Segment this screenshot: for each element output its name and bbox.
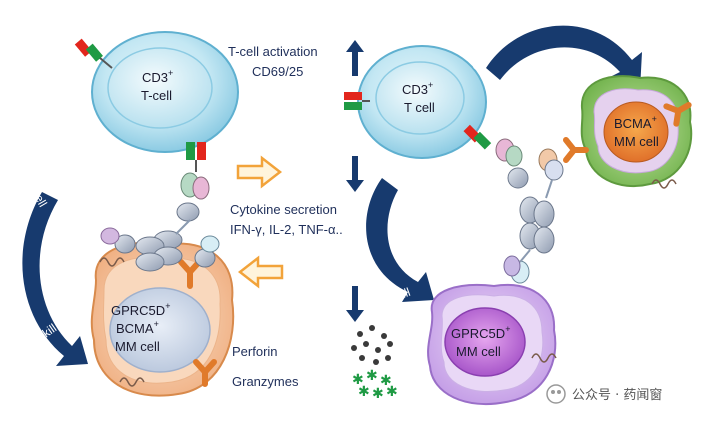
- tcr-receptor-icon: [463, 124, 492, 150]
- left-mm-cell-label-2: BCMA+: [116, 319, 159, 336]
- bispecific-antibody-icon: [100, 172, 220, 272]
- svg-text:✱: ✱: [352, 372, 364, 388]
- bispecific-antibody-icon: [495, 138, 564, 284]
- left-t-cell: CD3+ T-cell: [91, 31, 239, 153]
- svg-text:✱: ✱: [358, 384, 370, 400]
- up-arrow-icon: [346, 40, 364, 76]
- activation-label-1: T-cell activation: [228, 44, 318, 59]
- bcma-receptor-icon: [193, 359, 217, 387]
- bcma-mm-cell-label-2: MM cell: [614, 134, 659, 149]
- cell-kill-arrow-middle: Cell kill: [366, 155, 434, 303]
- down-arrow-icon: [346, 156, 364, 192]
- perforin-label: Perforin: [232, 344, 278, 359]
- gprc5d-mm-cell: GPRC5D+ MM cell: [427, 283, 557, 406]
- gprc5d-mm-cell-label-2: MM cell: [456, 344, 501, 359]
- arrow-kill-label: kill: [394, 285, 412, 303]
- tcr-receptor-icon: [344, 92, 370, 110]
- membrane-receptor-icon: [651, 179, 677, 189]
- left-t-cell-label-2: T-cell: [141, 88, 172, 103]
- right-t-cell-label-2: T cell: [404, 100, 435, 115]
- svg-text:✱: ✱: [386, 384, 398, 400]
- cytokine-label-2: IFN-γ, IL-2, TNF-α..: [230, 222, 343, 237]
- left-arrow-icon: [237, 255, 284, 289]
- gprc5d-mm-cell-label-1: GPRC5D+: [451, 324, 510, 341]
- arrow-kill-label: kill: [598, 60, 618, 80]
- bcma-mm-cell-label-1: BCMA+: [614, 114, 657, 131]
- membrane-receptor-icon: [99, 257, 125, 267]
- bcma-mm-cell: BCMA+ MM cell: [580, 75, 693, 188]
- granzymes-label: Granzymes: [232, 374, 299, 389]
- right-t-cell: CD3+ T cell: [357, 45, 487, 159]
- watermark-text: 公众号 · 药闻窗: [572, 387, 662, 403]
- arrow-kill-label: kill: [40, 321, 59, 340]
- granzyme-stars-icon: ✱✱✱ ✱✱✱: [352, 368, 398, 402]
- right-t-cell-label-1: CD3+: [402, 80, 433, 97]
- left-mm-cell-label-3: MM cell: [115, 339, 160, 354]
- down-arrow-icon: [346, 286, 364, 322]
- svg-text:✱: ✱: [366, 368, 378, 384]
- arrow-cell-label: Cell: [367, 155, 390, 180]
- left-t-cell-label-1: CD3+: [142, 68, 173, 85]
- perforin-dots-icon: [351, 325, 393, 365]
- cytokine-label-1: Cytokine secretion: [230, 202, 337, 217]
- left-mm-cell-label-1: GPRC5D+: [111, 301, 170, 318]
- cell-kill-arrow-left: Cell kill: [22, 185, 89, 366]
- tcr-receptor-icon: [74, 38, 113, 69]
- right-arrow-icon: [236, 155, 283, 189]
- watermark: 公众号 · 药闻窗: [546, 384, 662, 404]
- tcr-receptor-icon: [186, 142, 206, 172]
- svg-text:✱: ✱: [380, 373, 392, 389]
- bcma-receptor-icon: [663, 102, 692, 127]
- membrane-receptor-icon: [119, 377, 145, 387]
- activation-label-2: CD69/25: [252, 64, 303, 79]
- membrane-receptor-icon: [531, 353, 557, 363]
- svg-text:✱: ✱: [372, 386, 384, 402]
- bcma-receptor-icon: [563, 137, 589, 163]
